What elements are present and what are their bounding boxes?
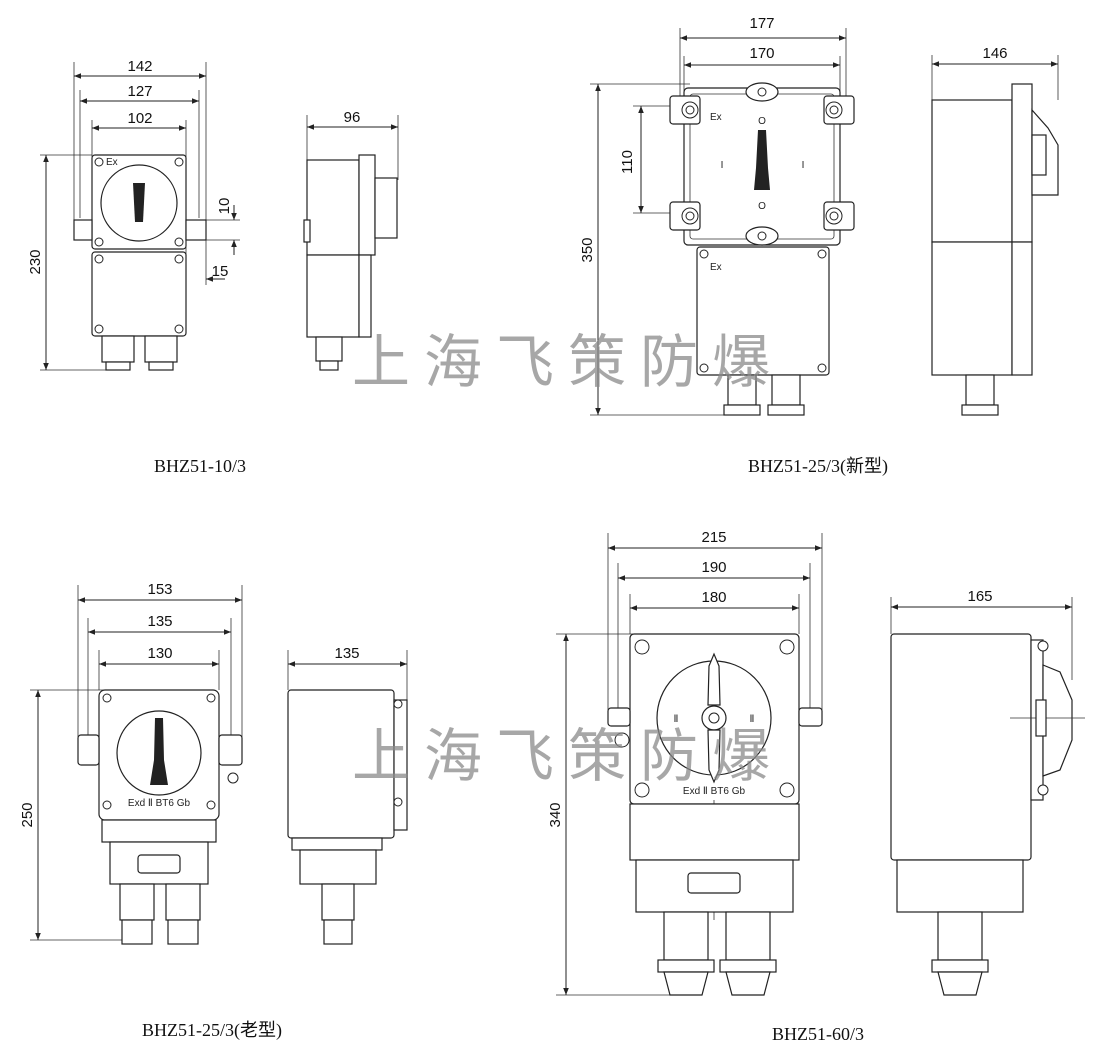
model-2-ex-top-label: Ex [710, 112, 722, 123]
model-4-position-right: Ⅱ [750, 714, 755, 725]
model-2-position-off-bottom: O [758, 201, 766, 212]
model-bhz51-10-side-view [303, 115, 399, 371]
model-2-caption: BHZ51-25/3(新型) [748, 456, 888, 477]
model-2-position-on-left: I [721, 160, 724, 171]
model-2-dim-side-depth: 146 [982, 45, 1007, 62]
model-4-ex-marking: Exd Ⅱ BT6 Gb [683, 786, 746, 797]
model-3-caption: BHZ51-25/3(老型) [142, 1020, 282, 1041]
model-3-dim-mounting-width: 135 [147, 613, 172, 630]
model-1-dim-tab-width: 15 [212, 263, 229, 280]
model-bhz51-60-side-view [890, 597, 1085, 996]
model-1-dim-overall-width: 142 [127, 58, 152, 75]
model-1-dim-side-depth: 96 [344, 109, 361, 126]
model-4-position-left: Ⅱ [674, 714, 679, 725]
model-3-dim-overall-width: 153 [147, 581, 172, 598]
model-1-ex-label: Ex [106, 157, 118, 168]
model-bhz51-60-front-view [556, 533, 823, 996]
model-bhz51-25-old-side-view [287, 650, 408, 945]
model-4-dim-mounting-width: 190 [701, 559, 726, 576]
model-2-dim-overall-width: 177 [749, 15, 774, 32]
model-3-ex-marking: Exd Ⅱ BT6 Gb [128, 798, 191, 809]
model-bhz51-25-new-side-view [931, 55, 1059, 416]
model-2-dim-box-width: 170 [749, 45, 774, 62]
model-2-dim-height: 350 [579, 237, 596, 262]
model-1-dim-tab-height: 10 [216, 198, 233, 215]
model-2-dim-bolt-span: 110 [619, 150, 636, 174]
model-3-dim-height: 250 [19, 802, 36, 827]
model-3-dim-side-depth: 135 [334, 645, 359, 662]
model-4-dim-box-width: 180 [701, 589, 726, 606]
model-1-caption: BHZ51-10/3 [154, 456, 246, 476]
model-4-dim-side-depth: 165 [967, 588, 992, 605]
model-bhz51-10-front-view [40, 62, 240, 371]
model-bhz51-25-new-front-view [590, 28, 855, 416]
model-2-position-off-top: O [758, 116, 766, 127]
model-4-dim-height: 340 [547, 802, 564, 827]
model-bhz51-25-old-front-view [30, 585, 243, 945]
watermark-top: 上海飞策防爆 [352, 328, 784, 396]
watermark-bottom: 上海飞策防爆 [352, 722, 784, 790]
model-1-dim-box-width: 102 [127, 110, 152, 127]
model-2-position-on-right: I [802, 160, 805, 171]
model-1-dim-mounting-width: 127 [127, 83, 152, 100]
model-4-dim-overall-width: 215 [701, 529, 726, 546]
model-4-caption: BHZ51-60/3 [772, 1024, 864, 1044]
model-3-dim-box-width: 130 [147, 645, 172, 662]
model-2-ex-bottom-label: Ex [710, 262, 722, 273]
model-1-dim-height: 230 [27, 249, 44, 274]
